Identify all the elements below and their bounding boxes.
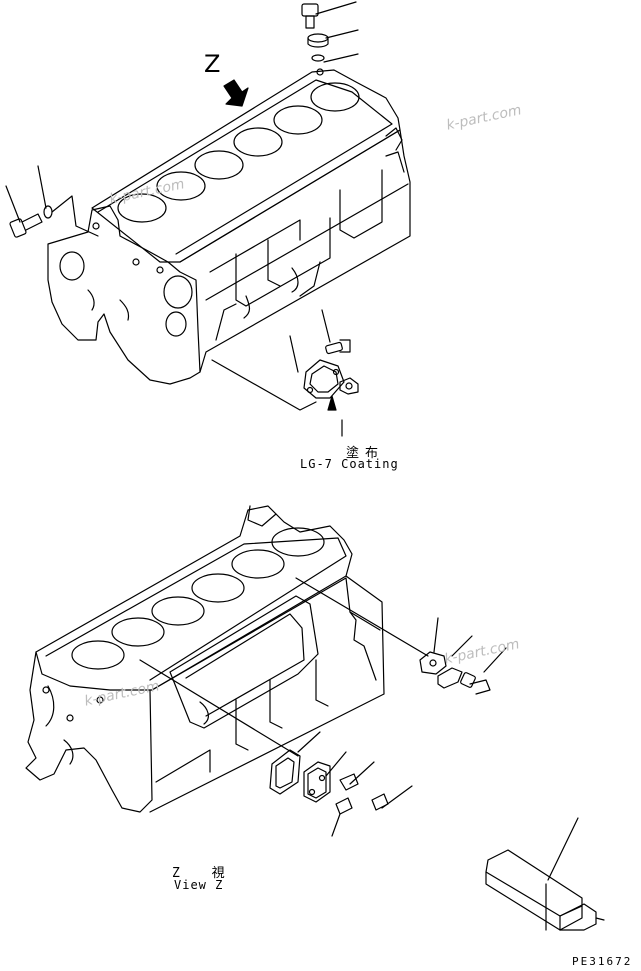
upper-cylinder-block — [47, 69, 411, 385]
view-z-marker: Z — [204, 50, 221, 78]
lower-cylinder-block — [25, 505, 385, 813]
special-tool — [485, 817, 605, 931]
upper-leader-lines — [5, 1, 359, 437]
left-bolt-assembly — [9, 205, 53, 238]
coating-cover-plate — [303, 339, 359, 411]
side-gasket-plate — [419, 651, 491, 695]
top-bolt-assembly — [301, 3, 329, 76]
view-z-label-jp: Z 視 — [172, 866, 237, 881]
view-z-label-en: View Z — [174, 878, 224, 892]
coating-label-en: LG-7 Coating — [300, 457, 399, 471]
part-code: PE31672 — [572, 955, 633, 968]
lower-leader-lines — [139, 577, 507, 837]
coating-label-jp: 塗布 — [346, 446, 385, 461]
lower-cover-plate — [269, 749, 389, 815]
arrow-icon — [223, 79, 249, 107]
